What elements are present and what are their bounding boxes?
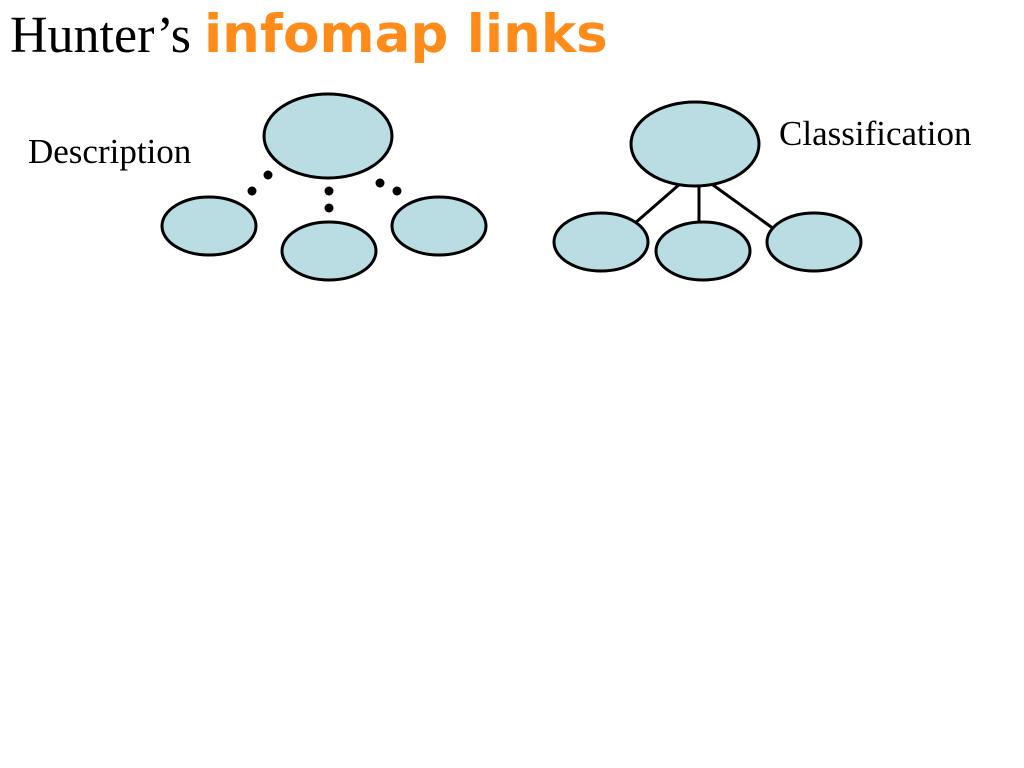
- dotted-link-dot: [263, 170, 273, 180]
- description-diagram: [160, 92, 488, 282]
- classification-diagram: [552, 100, 863, 282]
- classification-label: Classification: [779, 114, 972, 153]
- classification-child-node-middle: [654, 220, 752, 282]
- description-label: Description: [28, 132, 192, 171]
- classification-link-right: [712, 183, 775, 231]
- classification-parent-node: [629, 100, 761, 188]
- dotted-link-dot: [247, 186, 257, 196]
- classification-child-node-right: [765, 211, 863, 273]
- slide-title: Hunter’s infomap links: [10, 8, 608, 62]
- title-plain-text: Hunter’s: [10, 7, 205, 64]
- description-child-node-left: [160, 195, 258, 257]
- dotted-link-dot: [392, 186, 402, 196]
- dotted-link-dot: [324, 186, 334, 196]
- classification-link-left: [633, 181, 682, 226]
- description-dotted-links: [247, 170, 402, 213]
- description-child-node-middle: [280, 220, 378, 282]
- classification-child-node-left: [552, 211, 650, 273]
- title-accent-text: infomap links: [204, 4, 608, 65]
- description-parent-node: [262, 92, 394, 180]
- description-child-node-right: [390, 195, 488, 257]
- dotted-link-dot: [324, 203, 334, 213]
- dotted-link-dot: [375, 178, 385, 188]
